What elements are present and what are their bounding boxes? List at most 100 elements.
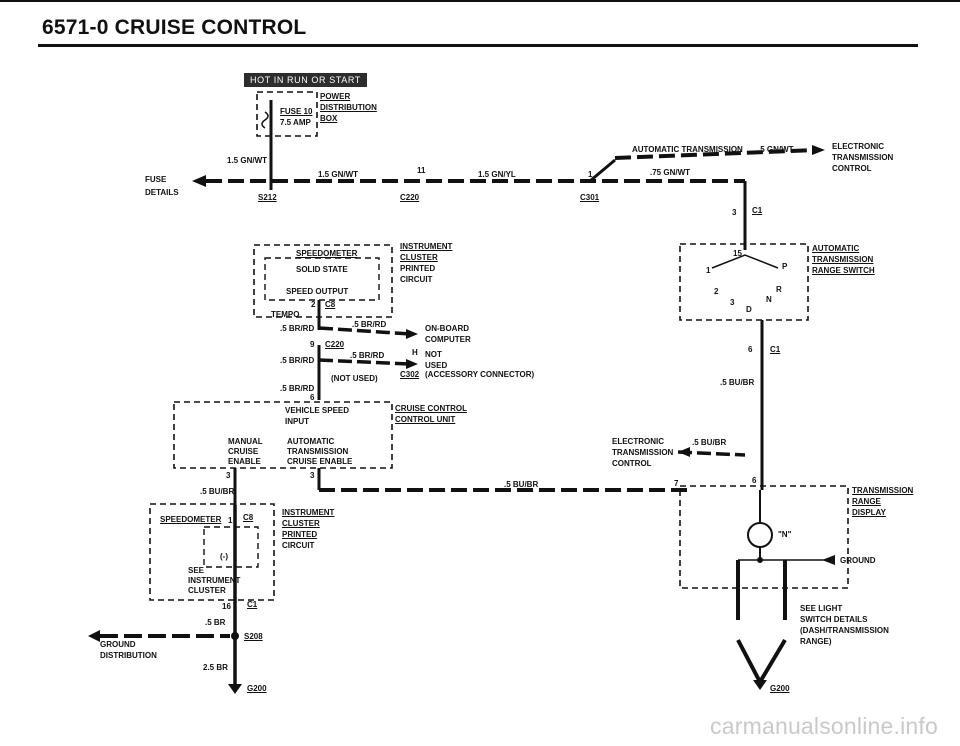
- label-see-1: SEE: [188, 566, 205, 575]
- n-lamp: [747, 522, 773, 548]
- label-s208: S208: [244, 632, 263, 641]
- label-c1-top: C1: [752, 206, 763, 215]
- label-gd-1: GROUND: [100, 640, 136, 649]
- label-gd-2: DISTRIBUTION: [100, 651, 157, 660]
- label-sl-2: SWITCH DETAILS: [800, 615, 868, 624]
- label-mce-3: ENABLE: [228, 457, 261, 466]
- speedometer-lower-box: [149, 503, 275, 601]
- label-onboard-1: ON-BOARD: [425, 324, 469, 333]
- label-auto-trans: AUTOMATIC TRANSMISSION: [632, 145, 743, 154]
- label-15gnwt-a: 1.5 GN/WT: [227, 156, 268, 165]
- label-vss-1: VEHICLE SPEED: [285, 406, 350, 415]
- label-pos-r: R: [776, 285, 782, 294]
- label-c1-mid-pin: 6: [748, 345, 753, 354]
- range-display-box: [679, 485, 849, 589]
- label-box: BOX: [320, 114, 338, 123]
- label-etc2-1: ELECTRONIC: [612, 437, 664, 446]
- label-c302: C302: [400, 370, 420, 379]
- label-ground-right: GROUND: [840, 556, 876, 565]
- label-distribution: DISTRIBUTION: [320, 103, 377, 112]
- fuse-details-arrow: [192, 175, 206, 187]
- label-g200-a: G200: [247, 684, 267, 693]
- label-atrs-2: TRANSMISSION: [812, 255, 874, 264]
- label-pos-1: 1: [706, 266, 711, 275]
- label-5brrd-4: .5 BR/RD: [350, 351, 385, 360]
- label-ic-1: INSTRUMENT: [400, 242, 453, 251]
- label-fuse-name: FUSE 10: [280, 107, 313, 116]
- label-ic2-3: PRINTED: [282, 530, 318, 539]
- range-switch-box: [679, 243, 809, 321]
- c302-wire: [318, 358, 411, 366]
- label-ace-1: AUTOMATIC: [287, 437, 335, 446]
- label-c1-top-pin: 3: [732, 208, 737, 217]
- top-rule: [0, 0, 960, 2]
- label-pos-n: N: [766, 295, 772, 304]
- label-c8-pin: 2: [311, 300, 316, 309]
- label-pin7: 7: [674, 479, 679, 488]
- label-sl-4: RANGE): [800, 637, 832, 646]
- instrument-cluster-box: [253, 244, 393, 318]
- g200-left-ground: [228, 684, 242, 694]
- watermark: carmanualsonline.info: [710, 713, 938, 739]
- label-atrs-1: AUTOMATIC: [812, 244, 860, 253]
- c302-arrow: [406, 359, 418, 369]
- label-pos-d: D: [746, 305, 752, 314]
- label-c8-b: C8: [243, 513, 254, 522]
- label-ic2-4: CIRCUIT: [282, 541, 315, 550]
- label-see-2: INSTRUMENT: [188, 576, 241, 585]
- label-solid-state: SOLID STATE: [296, 265, 348, 274]
- label-c220-mid: C220: [325, 340, 345, 349]
- label-ic-3: PRINTED: [400, 264, 436, 273]
- label-c8-b-pin: 1: [228, 516, 233, 525]
- label-notused-paren: (NOT USED): [331, 374, 378, 383]
- c301-branch-wire: [589, 158, 616, 183]
- label-minus: (-): [220, 552, 228, 561]
- label-ic-2: CLUSTER: [400, 253, 438, 262]
- label-ic2-2: CLUSTER: [282, 519, 320, 528]
- label-speedometer: SPEEDOMETER: [296, 249, 358, 258]
- label-c301: C301: [580, 193, 600, 202]
- s208-splice: [231, 632, 239, 640]
- onboard-computer-wire: [318, 326, 411, 336]
- label-c220-top: C220: [400, 193, 420, 202]
- etc-feed-wire: [614, 148, 816, 160]
- g200-right-ground: [753, 680, 767, 690]
- label-trd-3: DISPLAY: [852, 508, 886, 517]
- label-mce-2: CRUISE: [228, 447, 259, 456]
- label-ccu-1: CRUISE CONTROL: [395, 404, 467, 413]
- label-speedo2: SPEEDOMETER: [160, 515, 222, 524]
- label-pin-15: 15: [733, 249, 742, 258]
- label-5brrd-5: .5 BR/RD: [280, 384, 315, 393]
- label-see-3: CLUSTER: [188, 586, 226, 595]
- label-sl-3: (DASH/TRANSMISSION: [800, 626, 889, 635]
- label-5brrd-2: .5 BR/RD: [352, 320, 387, 329]
- label-etc-3: CONTROL: [832, 164, 872, 173]
- label-pin3-a: 3: [226, 471, 231, 480]
- label-c220-pin: 11: [417, 166, 426, 175]
- label-fuse-details-2: DETAILS: [145, 188, 179, 197]
- label-g200-b: G200: [770, 684, 790, 693]
- label-vss-2: INPUT: [285, 417, 309, 426]
- label-notused-pin: H: [412, 348, 418, 357]
- label-c220-mid-pin: 9: [310, 340, 315, 349]
- label-15gnwt-b: 1.5 GN/WT: [318, 170, 359, 179]
- power-distribution-box: [256, 91, 318, 137]
- ground-distribution-arrow: [88, 630, 100, 642]
- label-pin6-a: 6: [310, 393, 315, 402]
- label-5bubr-4: .5 BU/BR: [200, 487, 235, 496]
- label-tempo: TEMPO: [271, 310, 300, 319]
- label-sl-1: SEE LIGHT: [800, 604, 843, 613]
- label-speed-output: SPEED OUTPUT: [286, 287, 349, 296]
- label-mce-1: MANUAL: [228, 437, 263, 446]
- label-c1-bot-pin: 16: [222, 602, 231, 611]
- label-trd-1: TRANSMISSION: [852, 486, 914, 495]
- label-etc-2: TRANSMISSION: [832, 153, 894, 162]
- label-notused-2: USED: [425, 361, 448, 370]
- label-c8: C8: [325, 300, 336, 309]
- label-ace-2: TRANSMISSION: [287, 447, 349, 456]
- label-c302-desc: (ACCESSORY CONNECTOR): [425, 370, 535, 379]
- page-title: 6571-0 CRUISE CONTROL: [42, 16, 307, 39]
- speedometer-inner-box: [203, 526, 259, 568]
